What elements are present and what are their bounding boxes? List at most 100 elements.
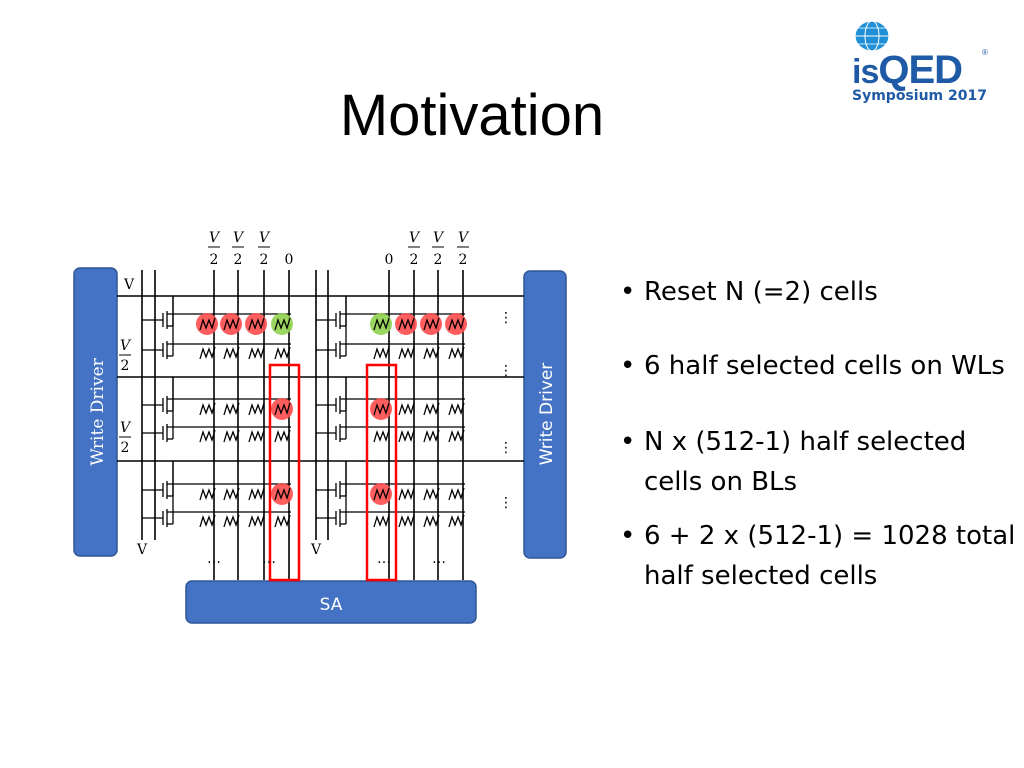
resistor-icon — [248, 429, 265, 443]
bl-label-right-4: V 2 — [457, 230, 470, 268]
resistor-icon — [274, 487, 291, 501]
resistor-icon — [223, 429, 240, 443]
word-lines — [117, 295, 524, 462]
sense-amplifier-label: SA — [320, 595, 343, 615]
resistor-icon — [248, 402, 265, 416]
row-label-v2-2: V 2 — [119, 420, 132, 456]
svg-text:V: V — [233, 230, 245, 246]
ellipsis-v: ⋮ — [499, 363, 513, 379]
bl-label-left-2: V 2 — [232, 230, 245, 268]
bullet-item: N x (512-1) half selected — [620, 422, 966, 462]
resistor-icon — [398, 487, 415, 501]
logo-brand: isQED — [852, 48, 963, 92]
bl-label-right-3: V 2 — [432, 230, 445, 268]
resistor-icon — [223, 317, 240, 331]
logo-subtitle: Symposium 2017 — [852, 88, 987, 104]
resistor-icon — [448, 487, 465, 501]
row-label-v2-1: V 2 — [119, 338, 132, 374]
resistor-icon — [248, 317, 265, 331]
bl-label-left-4: 0 — [285, 252, 294, 268]
bullet-item: 6 + 2 x (512-1) = 1028 total — [620, 516, 1015, 556]
resistor-icon — [274, 514, 291, 528]
page-title: Motivation — [339, 83, 605, 148]
right-write-driver-label: Write Driver — [537, 363, 557, 466]
bl-label-right-2: V 2 — [408, 230, 421, 268]
left-write-driver-label: Write Driver — [88, 357, 108, 465]
resistor-icon — [448, 402, 465, 416]
resistor-icon — [274, 402, 291, 416]
resistor-icon — [248, 514, 265, 528]
resistor-icon — [248, 487, 265, 501]
resistor-icon — [223, 487, 240, 501]
svg-text:V: V — [120, 420, 132, 436]
resistor-icon — [448, 514, 465, 528]
svg-text:2: 2 — [210, 252, 219, 268]
resistor-icon — [448, 317, 465, 331]
resistor-icon — [423, 346, 440, 360]
resistor-icon — [423, 487, 440, 501]
svg-text:2: 2 — [410, 252, 419, 268]
svg-text:V: V — [259, 230, 271, 246]
resistor-icon — [199, 402, 216, 416]
resistor-icon — [448, 429, 465, 443]
resistor-icon — [398, 429, 415, 443]
bl-label-left-3: V 2 — [258, 230, 271, 268]
highlight-box-left-column — [268, 363, 301, 582]
isqed-logo: isQED ® Symposium 2017 — [846, 18, 996, 110]
ellipsis-h: … — [262, 551, 276, 567]
sense-amplifier — [185, 580, 477, 624]
bl-label-left-1: V 2 — [208, 230, 221, 268]
resistor-icon — [223, 514, 240, 528]
resistor-icon — [199, 317, 216, 331]
row-label-v: V — [123, 277, 135, 293]
ellipsis-group: … … … … ⋮ ⋮ ⋮ ⋮ — [207, 310, 513, 567]
bit-lines — [141, 270, 464, 580]
resistor-icon — [373, 346, 390, 360]
resistor-icon — [373, 317, 390, 331]
access-transistors — [142, 296, 465, 527]
resistor-icon — [274, 429, 291, 443]
memory-cells — [196, 313, 467, 528]
resistor-icon — [423, 402, 440, 416]
resistor-icon — [373, 514, 390, 528]
resistor-icon — [199, 429, 216, 443]
resistor-icon — [373, 429, 390, 443]
bl-label-right-1: 0 — [385, 252, 394, 268]
ellipsis-h: … — [432, 551, 446, 567]
globe-icon — [854, 20, 890, 52]
svg-text:V: V — [209, 230, 221, 246]
svg-text:V: V — [409, 230, 421, 246]
svg-text:V: V — [433, 230, 445, 246]
bottom-label-v-mid: V — [310, 542, 322, 558]
right-write-driver — [523, 270, 567, 559]
svg-text:V: V — [120, 338, 132, 354]
left-write-driver — [73, 267, 118, 557]
svg-text:2: 2 — [234, 252, 243, 268]
resistor-icon — [423, 429, 440, 443]
resistor-icon — [199, 487, 216, 501]
resistor-icon — [373, 402, 390, 416]
bottom-label-v-left: V — [136, 542, 148, 558]
svg-text:2: 2 — [459, 252, 468, 268]
resistor-icon — [199, 346, 216, 360]
bullet-item: 6 half selected cells on WLs — [620, 346, 1005, 386]
resistor-icon — [274, 317, 291, 331]
svg-text:2: 2 — [434, 252, 443, 268]
svg-text:2: 2 — [121, 440, 130, 456]
resistor-icon — [398, 317, 415, 331]
ellipsis-v: ⋮ — [499, 310, 513, 326]
resistor-icon — [398, 402, 415, 416]
resistor-icon — [398, 514, 415, 528]
resistor-icon — [248, 346, 265, 360]
resistor-icon — [423, 514, 440, 528]
bullet-item: Reset N (=2) cells — [620, 272, 878, 312]
logo-registered: ® — [982, 48, 988, 57]
bullet-continuation: cells on BLs — [644, 467, 798, 497]
crossbar-diagram: Write Driver Write Driver SA V V 2 V 2 V… — [73, 230, 567, 624]
ellipsis-h: … — [377, 551, 391, 567]
ellipsis-v: ⋮ — [499, 440, 513, 456]
highlight-box-right-column — [365, 363, 398, 582]
bullet-continuation: half selected cells — [644, 561, 878, 591]
svg-text:2: 2 — [121, 358, 130, 374]
resistor-icon — [199, 514, 216, 528]
